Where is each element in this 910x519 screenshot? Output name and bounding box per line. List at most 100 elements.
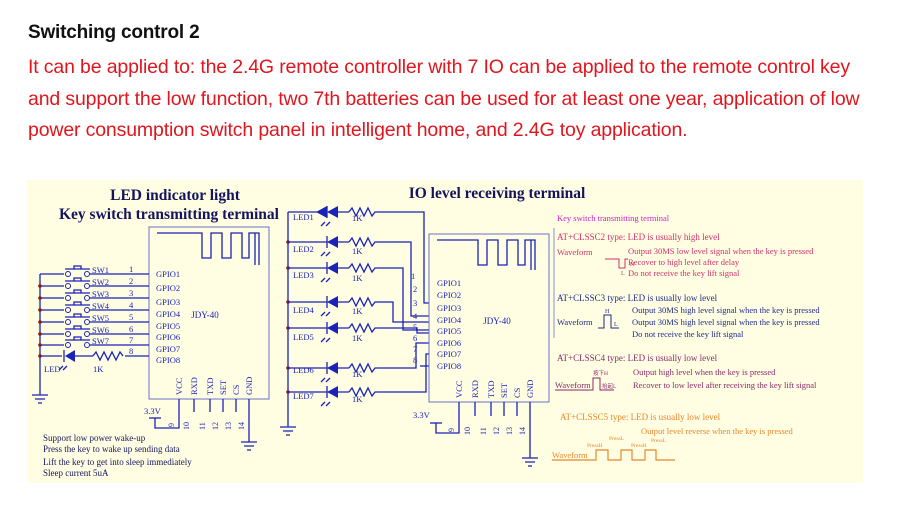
rx-r3: 1K xyxy=(352,273,363,283)
rx-r2: 1K xyxy=(352,246,363,256)
rx-gpio5: GPIO5 xyxy=(437,326,461,336)
rx-led-labels: LED1 LED2 LED3 LED4 LED5 LED6 LED7 xyxy=(293,212,315,401)
clssc5-pulse-4: PressL xyxy=(651,438,667,444)
clssc4-h: 按下H xyxy=(593,369,608,377)
tx-pin-8: 8 xyxy=(129,346,133,356)
mode-clssc4: AT+CLSSC4 type: LED is usually low level… xyxy=(555,353,817,391)
rx-antenna-icon xyxy=(437,239,536,270)
clssc5-title: AT+CLSSC5 type: LED is usually low level xyxy=(560,412,721,422)
receiver-heading: IO level receiving terminal xyxy=(409,185,586,202)
tx-ground-icon xyxy=(32,394,48,404)
mode-clssc5: AT+CLSSC5 type: LED is usually low level… xyxy=(552,412,794,461)
rx-led7-icon xyxy=(288,353,429,407)
tx-pin-1: 1 xyxy=(129,264,133,274)
rx-gpio3: GPIO3 xyxy=(437,303,461,313)
rx-led6-icon xyxy=(288,342,429,383)
rx-led4-label: LED4 xyxy=(293,305,315,315)
rx-led-rows xyxy=(288,206,429,407)
rx-pnum-10: 10 xyxy=(463,427,472,435)
switch-label-sw6: SW6 xyxy=(92,325,109,335)
tx-antenna-icon xyxy=(157,232,260,265)
rx-r5: 1K xyxy=(352,333,363,343)
rx-pnum-13: 13 xyxy=(505,427,514,435)
rx-led4-icon xyxy=(288,296,429,323)
tx-pnum-13: 13 xyxy=(224,422,233,430)
switch-label-sw1: SW1 xyxy=(92,265,109,275)
rx-ground-icon xyxy=(280,426,296,436)
tx-pin-vcc: VCC xyxy=(174,377,184,395)
tx-pin-set: SET xyxy=(218,379,228,395)
rx-r4: 1K xyxy=(352,306,363,316)
clssc2-waveform-icon xyxy=(605,258,628,269)
rx-led1-label: LED1 xyxy=(293,212,314,222)
tx-gpio4: GPIO4 xyxy=(156,309,181,319)
rx-pin-7: 7 xyxy=(413,344,417,354)
rx-led5-icon xyxy=(288,322,429,343)
note-sleep-current: Sleep current 5uA xyxy=(43,468,109,478)
schematic-svg: LED indicator light Key switch transmitt… xyxy=(32,185,820,478)
rx-gpio-labels: GPIO1 GPIO2 GPIO3 GPIO4 GPIO5 GPIO6 GPIO… xyxy=(437,278,462,371)
note-lift-key: Lift the key to get into sleep immediate… xyxy=(43,457,192,467)
rx-pin-numbers: 1 2 3 4 5 6 7 8 xyxy=(411,271,418,365)
rx-pin-rxd: RXD xyxy=(470,380,480,398)
clssc5-waveform-icon xyxy=(552,449,675,461)
tx-wires xyxy=(39,273,149,395)
rx-gpio1: GPIO1 xyxy=(437,278,461,288)
tx-pin-cs: CS xyxy=(231,384,241,395)
rx-supply-label: 3.3V xyxy=(413,410,431,420)
rx-r6: 1K xyxy=(352,369,363,379)
clssc3-h: H xyxy=(605,309,610,315)
tx-pnum-14: 14 xyxy=(237,422,246,430)
rx-led2-icon xyxy=(288,236,429,317)
clssc2-l: L xyxy=(621,271,625,277)
clssc5-pulse-2: PressL xyxy=(609,436,625,442)
rx-led3-icon xyxy=(288,262,429,331)
tx-pin-2: 2 xyxy=(129,276,133,286)
switch-label-sw7: SW7 xyxy=(92,336,109,346)
rx-gpio2: GPIO2 xyxy=(437,290,461,300)
tx-resistor-label: 1K xyxy=(93,364,104,374)
rx-pin-3: 3 xyxy=(413,298,417,308)
tx-pin-txd: TXD xyxy=(205,378,215,395)
tx-gpio8: GPIO8 xyxy=(156,355,180,365)
rx-pin-gnd: GND xyxy=(525,380,535,398)
tx-switch-symbols xyxy=(65,265,90,348)
tx-pin-7: 7 xyxy=(129,335,133,345)
rx-pnum-9: 9 xyxy=(447,428,456,432)
rx-pin-cs: CS xyxy=(512,387,522,398)
rx-led1-icon xyxy=(288,206,429,304)
rx-pin-1: 1 xyxy=(411,271,415,281)
tx-pnum-12: 12 xyxy=(211,422,220,430)
rx-module-name: JDY-40 xyxy=(483,316,511,326)
rx-bottom-pin-numbers: 9 10 11 12 13 14 xyxy=(447,427,527,435)
description-text: It can be applied to: the 2.4G remote co… xyxy=(28,56,860,141)
rx-pin-vcc: VCC xyxy=(454,380,464,398)
clssc5-pulse-3: PressH xyxy=(631,443,647,449)
switch-label-sw3: SW3 xyxy=(92,289,109,299)
clssc2-h: H xyxy=(630,262,635,268)
tx-gpio7: GPIO7 xyxy=(156,344,180,354)
clssc5-line-1: Output level reverse when the key is pre… xyxy=(641,426,794,436)
rx-bottom-pins: VCC RXD TXD SET CS GND xyxy=(454,380,535,398)
tx-pnum-11: 11 xyxy=(198,422,207,430)
clssc2-line-2: Recover to high level after delay xyxy=(628,257,740,267)
rx-pin-5: 5 xyxy=(413,322,417,332)
clssc3-waveform-label: Waveform xyxy=(557,317,593,327)
tx-pin-numbers: 1 2 3 4 5 6 7 8 xyxy=(129,264,134,356)
clssc5-pulse-1: PressH xyxy=(587,443,603,449)
clssc5-waveform-label: Waveform xyxy=(552,450,588,460)
rx-led2-label: LED2 xyxy=(293,244,314,254)
clssc3-title: AT+CLSSC3 type: LED is usually low level xyxy=(557,293,718,303)
clssc3-line-2: Output 30MS high level signal when the k… xyxy=(632,317,820,327)
clssc3-l: L xyxy=(614,322,618,328)
clssc2-title: AT+CLSSC2 type: LED is usually high leve… xyxy=(557,232,720,242)
rx-gpio4: GPIO4 xyxy=(437,315,462,325)
tx-pin-4: 4 xyxy=(129,300,134,310)
note-wake-up: Support low power wake-up xyxy=(43,433,146,443)
clssc4-l: 抬起L xyxy=(602,382,617,390)
tx-module-name: JDY-40 xyxy=(191,310,219,320)
clssc4-waveform-icon xyxy=(555,377,614,391)
note-press-key: Press the key to wake up sending data xyxy=(43,444,180,454)
rx-led6-label: LED6 xyxy=(293,365,314,375)
rx-led5-label: LED5 xyxy=(293,332,314,342)
